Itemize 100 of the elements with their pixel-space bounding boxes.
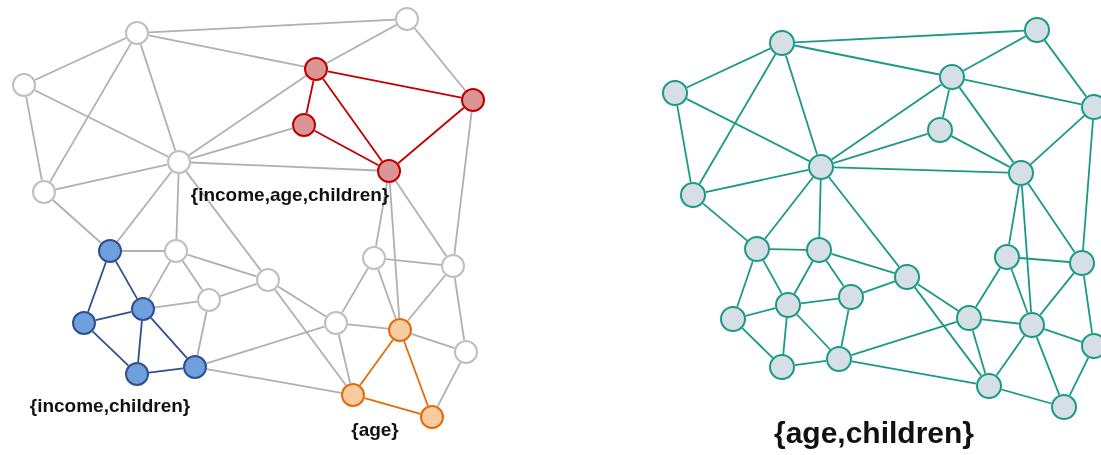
connector-line bbox=[326, 70, 463, 99]
connector-line bbox=[87, 261, 107, 313]
connector-line bbox=[49, 42, 132, 183]
connector-line bbox=[322, 77, 383, 163]
connector-line bbox=[205, 325, 326, 365]
connector-line bbox=[403, 340, 429, 407]
connector-line bbox=[1010, 268, 1029, 314]
connector-line bbox=[685, 47, 772, 89]
connector-line bbox=[818, 179, 822, 238]
network-node bbox=[197, 288, 221, 312]
connector-line bbox=[1021, 185, 1032, 313]
connector-line bbox=[150, 317, 188, 359]
connector-line bbox=[1008, 184, 1020, 246]
network-node bbox=[769, 354, 795, 380]
connector-line bbox=[115, 260, 138, 300]
connector-line bbox=[762, 259, 783, 295]
network-node bbox=[256, 268, 280, 292]
connector-line bbox=[205, 368, 343, 394]
connector-line bbox=[958, 86, 1015, 164]
network-node bbox=[838, 284, 864, 310]
connector-line bbox=[995, 334, 1026, 377]
connector-line bbox=[794, 359, 827, 367]
connector-line bbox=[704, 168, 810, 194]
connector-line bbox=[702, 202, 748, 242]
network-node bbox=[927, 117, 953, 143]
connector-line bbox=[148, 260, 171, 300]
network-node bbox=[1069, 250, 1095, 276]
connector-line bbox=[413, 27, 467, 92]
network-node bbox=[341, 383, 365, 407]
connector-line bbox=[52, 199, 102, 244]
connector-line bbox=[1035, 336, 1061, 396]
connector-line bbox=[453, 277, 466, 341]
connector-line bbox=[793, 260, 814, 295]
connector-line bbox=[385, 258, 442, 266]
network-node bbox=[680, 182, 706, 208]
connector-line bbox=[91, 330, 130, 367]
connector-line bbox=[1039, 272, 1075, 316]
connector-line bbox=[375, 181, 388, 248]
network-node bbox=[956, 305, 982, 331]
connector-line bbox=[394, 180, 448, 257]
connector-line bbox=[453, 111, 473, 255]
connector-line bbox=[825, 259, 845, 288]
connector-line bbox=[800, 297, 839, 305]
network-node bbox=[362, 246, 386, 270]
network-node bbox=[1051, 394, 1077, 420]
connector-line bbox=[54, 163, 169, 191]
network-node bbox=[167, 150, 191, 174]
connector-line bbox=[685, 98, 811, 162]
connector-line bbox=[1027, 182, 1076, 254]
connector-line bbox=[116, 170, 173, 243]
connector-line bbox=[1019, 257, 1070, 263]
connector-line bbox=[181, 260, 204, 291]
connector-line bbox=[850, 360, 978, 385]
connector-line bbox=[676, 104, 692, 184]
connector-line bbox=[833, 166, 1009, 174]
network-node bbox=[72, 311, 96, 335]
network-node bbox=[1024, 17, 1050, 43]
connector-line bbox=[785, 54, 818, 156]
connector-line bbox=[796, 313, 831, 351]
connector-line bbox=[148, 18, 396, 34]
connector-line bbox=[830, 83, 943, 161]
connector-line bbox=[1082, 119, 1094, 251]
connector-line bbox=[1000, 388, 1053, 405]
connector-line bbox=[33, 89, 170, 158]
connector-line bbox=[769, 248, 807, 251]
connector-line bbox=[736, 260, 754, 308]
connector-line bbox=[1029, 114, 1086, 166]
attribute-set-label: {income,age,children} bbox=[190, 185, 390, 204]
connector-line bbox=[137, 320, 143, 363]
network-node bbox=[125, 362, 149, 386]
network-node bbox=[662, 80, 688, 106]
connector-line bbox=[189, 127, 294, 160]
network-node bbox=[164, 239, 188, 263]
connector-line bbox=[981, 318, 1020, 325]
network-node bbox=[12, 73, 36, 97]
connector-line bbox=[975, 267, 1001, 308]
network-node bbox=[454, 340, 478, 364]
network-node bbox=[808, 154, 834, 180]
connector-line bbox=[274, 288, 347, 387]
connector-line bbox=[139, 43, 177, 152]
network-node bbox=[420, 405, 444, 429]
connector-line bbox=[764, 176, 814, 240]
connector-line bbox=[94, 310, 133, 322]
connector-line bbox=[196, 310, 208, 357]
connector-line bbox=[950, 135, 1011, 168]
network-node bbox=[894, 264, 920, 290]
connector-line bbox=[147, 34, 306, 68]
connector-line bbox=[305, 79, 315, 115]
connector-line bbox=[832, 133, 929, 164]
network-node bbox=[720, 306, 746, 332]
network-node bbox=[939, 64, 965, 90]
connector-line bbox=[963, 78, 1083, 106]
network-node bbox=[441, 254, 465, 278]
connector-line bbox=[794, 29, 1025, 44]
network-node bbox=[994, 244, 1020, 270]
attribute-set-label: {age} bbox=[351, 420, 399, 439]
network-node bbox=[395, 7, 419, 31]
network-node bbox=[775, 292, 801, 318]
network-node bbox=[98, 239, 122, 263]
connector-line bbox=[186, 253, 258, 278]
